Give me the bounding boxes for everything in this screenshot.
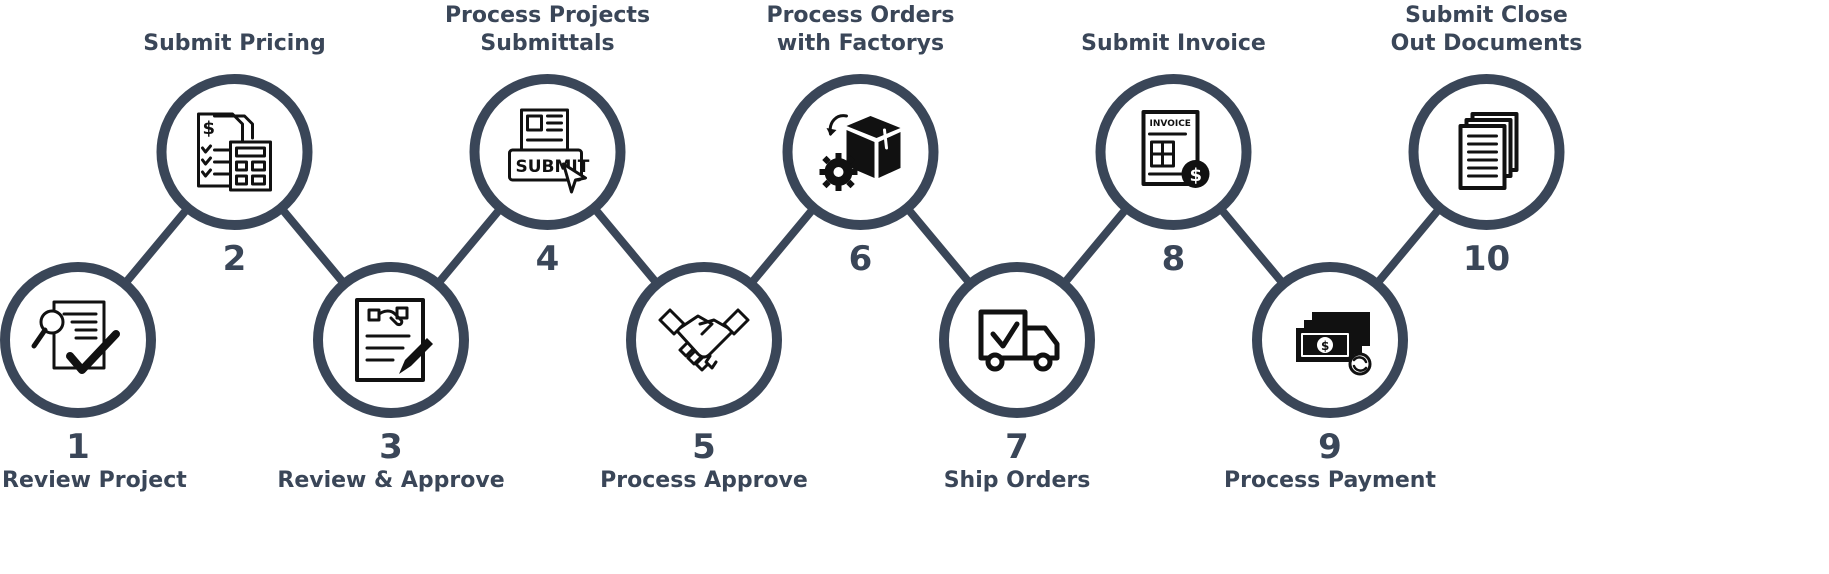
step-number: 10 bbox=[1463, 239, 1510, 279]
svg-text:$: $ bbox=[1190, 165, 1203, 186]
step-label: Submittals bbox=[480, 31, 614, 56]
step-node: INVOICE $ 8 Submit Invoice bbox=[1081, 31, 1266, 279]
step-label: Review & Approve bbox=[277, 468, 504, 493]
step-circle bbox=[0, 262, 156, 418]
step-label: Submit Invoice bbox=[1081, 31, 1266, 56]
step-number: 8 bbox=[1162, 239, 1186, 279]
step-circle bbox=[313, 262, 469, 418]
step-node: 6 Process Orders with Factorys bbox=[766, 3, 954, 279]
delivery-truck-check-icon bbox=[978, 309, 1060, 372]
step-number: 1 bbox=[66, 427, 90, 467]
cash-refresh-icon: $ bbox=[1296, 312, 1372, 376]
magnifier-document-check-icon bbox=[31, 300, 120, 374]
step-number: 5 bbox=[692, 427, 716, 467]
step-node: $ 2 Submit Pricing bbox=[143, 31, 325, 279]
step-number: 4 bbox=[536, 239, 560, 279]
step-number: 6 bbox=[849, 239, 873, 279]
step-label: Process Payment bbox=[1224, 468, 1436, 493]
step-label: Process Projects bbox=[445, 3, 650, 28]
step-circle bbox=[626, 262, 782, 418]
step-number: 9 bbox=[1318, 427, 1342, 467]
step-label: Out Documents bbox=[1391, 31, 1583, 56]
step-number: 2 bbox=[223, 239, 247, 279]
step-label: Review Project bbox=[2, 468, 187, 493]
box-gear-icon bbox=[819, 114, 901, 191]
step-label: Submit Pricing bbox=[143, 31, 325, 56]
step-circle bbox=[939, 262, 1095, 418]
step-number: 7 bbox=[1005, 427, 1029, 467]
svg-text:$: $ bbox=[203, 118, 216, 139]
step-label: with Factorys bbox=[777, 31, 944, 56]
price-sheet-calculator-icon: $ bbox=[197, 112, 272, 192]
svg-text:$: $ bbox=[1321, 339, 1329, 353]
step-label: Submit Close bbox=[1405, 3, 1568, 28]
submit-button-icon: SUBMIT bbox=[508, 108, 590, 194]
handshake-icon bbox=[658, 308, 750, 372]
step-number: 3 bbox=[379, 427, 403, 467]
step-label: Process Approve bbox=[600, 468, 808, 493]
invoice-dollar-icon: INVOICE $ bbox=[1141, 110, 1210, 188]
step-label: Process Orders bbox=[766, 3, 954, 28]
step-label: Ship Orders bbox=[944, 468, 1091, 493]
document-stack-icon bbox=[1458, 112, 1519, 190]
agreement-document-pen-icon bbox=[355, 298, 433, 382]
icon-caption: INVOICE bbox=[1150, 119, 1191, 129]
